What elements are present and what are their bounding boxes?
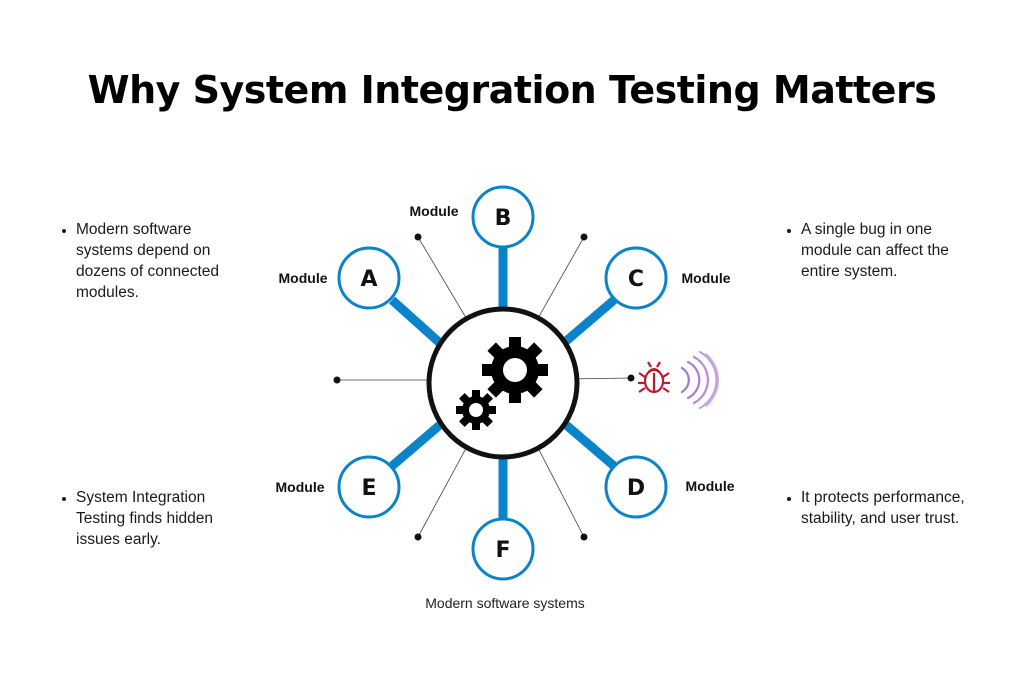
node-circle (604, 246, 668, 310)
node-letter: A (360, 267, 377, 292)
module-label-c: Module (682, 270, 731, 286)
gears-icon (456, 337, 548, 430)
bullet-text: A single bug in one module can affect th… (801, 219, 958, 282)
connectors (388, 248, 617, 520)
module-label-e: Module (276, 479, 325, 495)
node-circle (337, 455, 401, 519)
connector-c (562, 296, 617, 346)
connector-e (389, 420, 444, 470)
node-b: B (471, 185, 535, 249)
spoke-dot (333, 376, 341, 384)
node-letter: D (627, 476, 645, 501)
diagram-caption: Modern software systems (425, 595, 585, 611)
node-c: C (604, 246, 668, 310)
bullet-top-left: Modern software systems depend on dozens… (58, 219, 248, 303)
connector-d (562, 420, 617, 470)
node-letter: C (628, 267, 644, 292)
spoke-dot (627, 374, 635, 382)
bullet-text: System Integration Testing finds hidden … (76, 487, 248, 550)
module-label-b: Module (410, 203, 459, 219)
node-circle (471, 185, 535, 249)
page-title: Why System Integration Testing Matters (87, 68, 937, 112)
module-label-d: Module (686, 478, 735, 494)
node-f: F (471, 517, 535, 581)
node-letter: F (495, 538, 510, 563)
module-label-a: Module (279, 270, 328, 286)
spoke-dot (580, 533, 588, 541)
bullet-bottom-right: It protects performance, stability, and … (783, 487, 983, 529)
bullet-top-right: A single bug in one module can affect th… (783, 219, 958, 282)
signal-waves-icon (680, 350, 720, 410)
node-circle (337, 246, 401, 310)
node-circle (471, 517, 535, 581)
connector-a (388, 296, 445, 348)
spoke-dot (580, 233, 588, 241)
bug-icon (638, 361, 670, 394)
spoke-dot (414, 233, 422, 241)
node-a: A (337, 246, 401, 310)
node-letter: E (361, 476, 376, 501)
node-circle (604, 455, 668, 519)
node-e: E (337, 455, 401, 519)
spoke-dot (414, 533, 422, 541)
node-d: D (604, 455, 668, 519)
node-letter: B (495, 206, 512, 231)
bullet-bottom-left: System Integration Testing finds hidden … (58, 487, 248, 550)
bullet-text: Modern software systems depend on dozens… (76, 219, 248, 303)
bullet-text: It protects performance, stability, and … (801, 487, 983, 529)
